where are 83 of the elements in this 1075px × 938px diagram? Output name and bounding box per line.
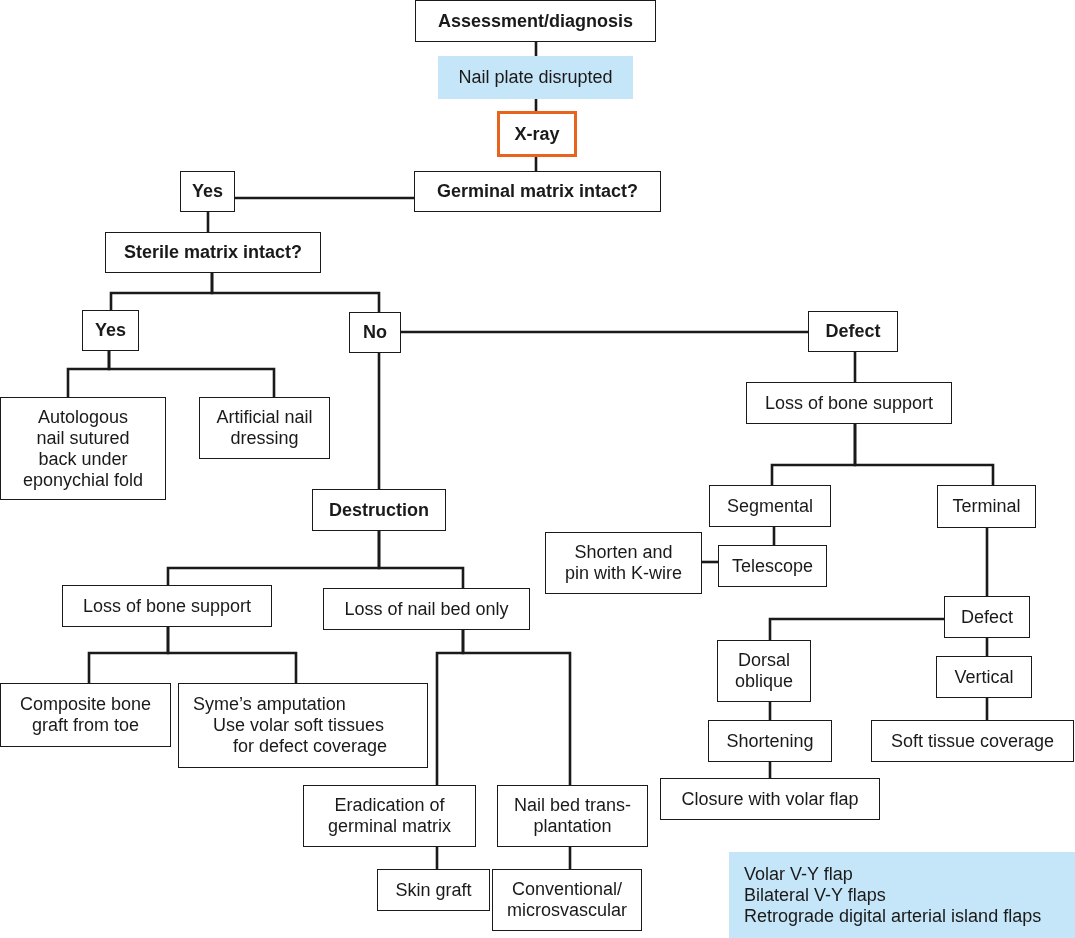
box-label: Eradication of germinal matrix xyxy=(327,795,452,837)
box-label: Closure with volar flap xyxy=(681,788,859,810)
connector-line xyxy=(166,627,298,683)
connector-line xyxy=(853,424,995,485)
option-box xyxy=(323,588,530,630)
step-box xyxy=(105,232,321,273)
box-label: Nail plate disrupted xyxy=(458,67,613,88)
box-label: Yes xyxy=(94,320,126,341)
option-box xyxy=(492,869,642,931)
box-label: Vertical xyxy=(954,666,1014,688)
box-label: Terminal xyxy=(952,496,1021,517)
box-label: Yes xyxy=(191,181,223,202)
connector-line xyxy=(435,847,439,869)
connector-line xyxy=(768,617,944,640)
step-box xyxy=(415,0,656,42)
box-label: Telescope xyxy=(731,555,814,577)
box-label: Soft tissue coverage xyxy=(890,730,1055,752)
box-label: Loss of bone support xyxy=(764,392,934,414)
option-box xyxy=(0,397,166,500)
box-label: Composite bone graft from toe xyxy=(18,694,153,736)
connector-line xyxy=(985,698,989,720)
connector-line xyxy=(377,531,465,588)
step-box xyxy=(180,171,235,212)
connector-line xyxy=(461,630,572,785)
step-box xyxy=(349,312,401,353)
connector-line xyxy=(206,212,210,232)
option-box xyxy=(709,485,831,527)
box-label: Dorsal oblique xyxy=(733,650,795,692)
option-box xyxy=(545,532,702,594)
step-box xyxy=(312,489,446,531)
connector-line xyxy=(107,351,276,397)
option-box xyxy=(497,785,648,847)
box-label: Destruction xyxy=(329,499,429,521)
box-label: Defect xyxy=(961,606,1013,628)
list-item: Bilateral V-Y flaps xyxy=(744,884,886,906)
box-label: Artificial nail dressing xyxy=(215,407,314,449)
box-label: Nail bed trans- plantation xyxy=(512,795,633,837)
box-label: Syme’s amputation xyxy=(193,694,346,715)
option-box xyxy=(718,545,827,587)
box-label: Assessment/diagnosis xyxy=(437,10,634,32)
step-box xyxy=(808,311,898,352)
option-box xyxy=(0,683,171,747)
connector-line xyxy=(377,353,381,489)
option-box xyxy=(871,720,1074,762)
box-label: Shortening xyxy=(726,730,814,752)
box-label: Segmental xyxy=(726,495,814,517)
connector-line xyxy=(235,196,414,200)
step-box xyxy=(82,310,139,351)
box-label: Autologous nail sutured back under eponychial fold xyxy=(22,406,144,491)
box-label: Sterile matrix intact? xyxy=(123,242,303,263)
option-box xyxy=(708,720,832,762)
step-box xyxy=(414,171,661,212)
box-label: Shorten and pin with K-wire xyxy=(563,542,683,584)
box-label: Skin graft xyxy=(395,879,472,901)
connector-line xyxy=(401,330,808,334)
note-panel xyxy=(729,852,1075,938)
option-box xyxy=(660,778,880,820)
list-item: Volar V-Y flap xyxy=(744,863,853,885)
connector-line xyxy=(210,273,381,312)
box-label: Use volar soft tissues for defect coverage xyxy=(213,715,389,757)
box-label: Germinal matrix intact? xyxy=(436,181,639,202)
option-box xyxy=(377,869,490,911)
note-panel xyxy=(438,56,633,99)
option-box xyxy=(199,397,330,459)
option-box xyxy=(303,785,476,847)
connector-line xyxy=(568,847,572,869)
box-label: X-ray xyxy=(514,123,560,145)
list-item: Retrograde digital arterial island flaps xyxy=(744,905,1042,927)
option-box xyxy=(944,596,1030,638)
option-box xyxy=(62,585,272,627)
option-box xyxy=(178,683,428,768)
option-box xyxy=(937,485,1036,528)
connector-line xyxy=(985,528,989,596)
option-box xyxy=(717,640,811,702)
option-box xyxy=(746,382,952,424)
box-label: Defect xyxy=(825,321,881,342)
box-label: No xyxy=(363,322,387,343)
option-box xyxy=(936,656,1032,698)
box-label: Loss of bone support xyxy=(82,595,252,617)
connector-line xyxy=(853,352,857,382)
step-box xyxy=(497,111,577,157)
box-label: Loss of nail bed only xyxy=(344,598,509,620)
box-label: Conventional/ microsvascular xyxy=(506,879,628,921)
